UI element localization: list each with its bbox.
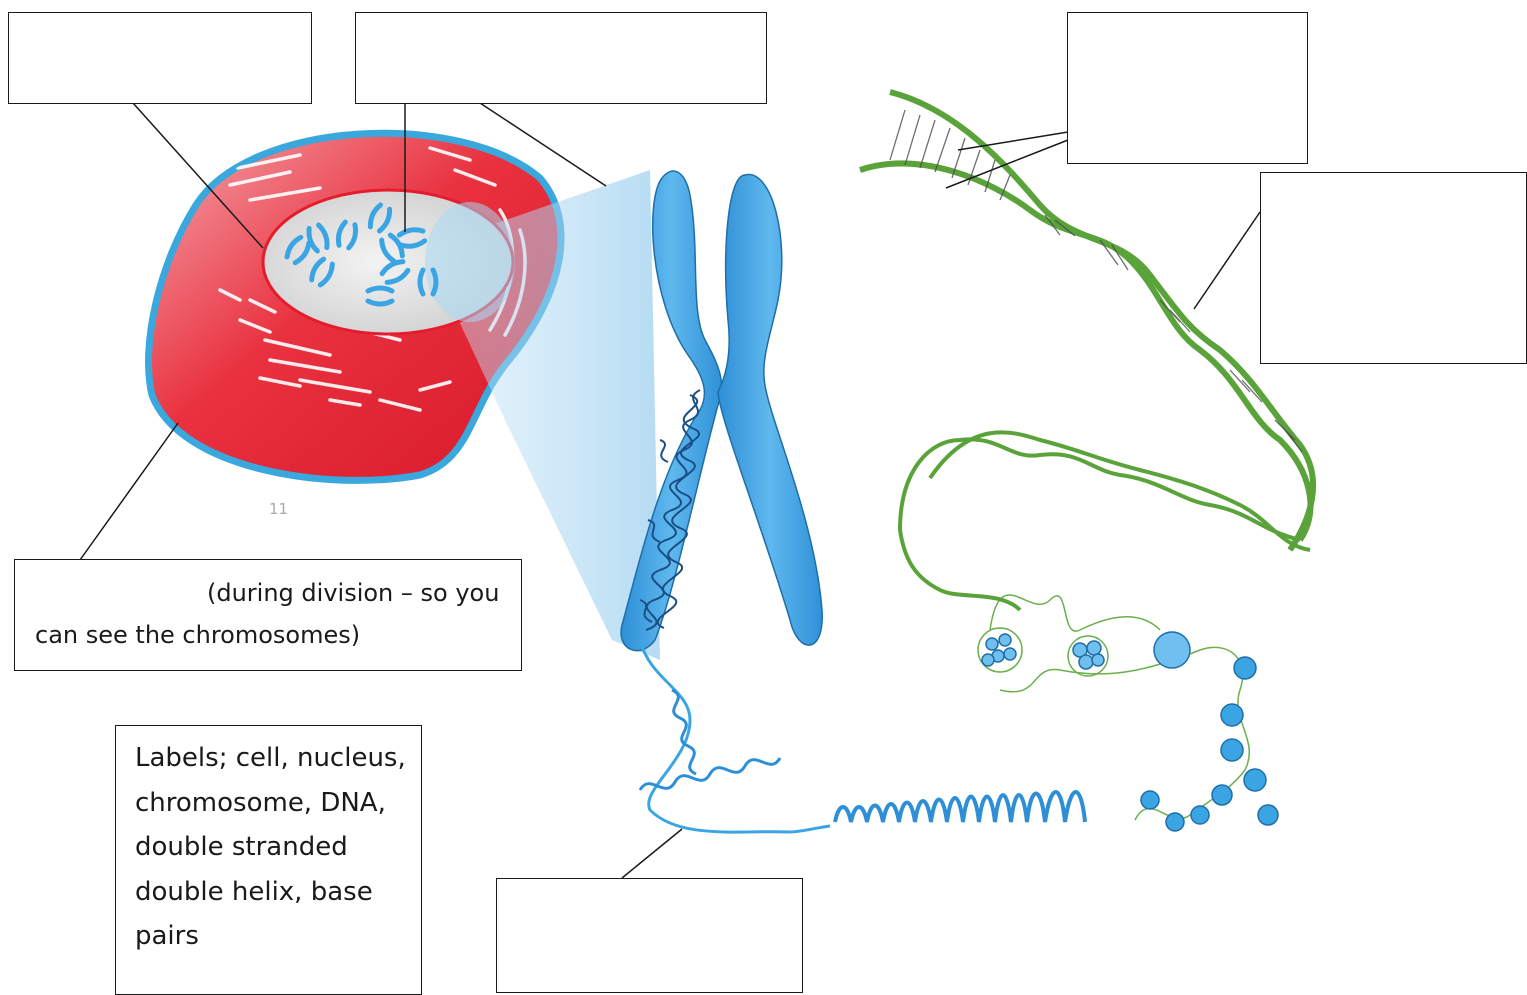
key-labels-text: Labels; cell, nucleus, chromosome, DNA, …: [135, 736, 410, 959]
fiber-tail: [640, 640, 830, 832]
dna-double-helix: [860, 92, 1313, 610]
chromatin-fiber: [640, 595, 1278, 832]
label-box-cell[interactable]: (during division – so you can see the ch…: [14, 559, 522, 671]
nucleosome-beads: [1141, 657, 1278, 831]
solenoid-coil: [835, 792, 1085, 822]
lower-helix: [900, 432, 1310, 610]
cell-box-text: (during division – so you can see the ch…: [35, 572, 505, 656]
chromatid-right: [718, 175, 822, 646]
label-box-dna[interactable]: [496, 878, 803, 993]
histone-clusters: [978, 628, 1190, 676]
nucleus-cone-overlap: [425, 202, 515, 322]
label-box-chromosome[interactable]: [355, 12, 767, 104]
label-box-nucleus[interactable]: [8, 12, 312, 104]
figure-mark: 11: [269, 500, 288, 518]
key-labels-box: Labels; cell, nucleus, chromosome, DNA, …: [115, 725, 422, 995]
label-box-double-helix[interactable]: [1260, 172, 1527, 364]
label-box-base-pairs[interactable]: [1067, 12, 1308, 164]
